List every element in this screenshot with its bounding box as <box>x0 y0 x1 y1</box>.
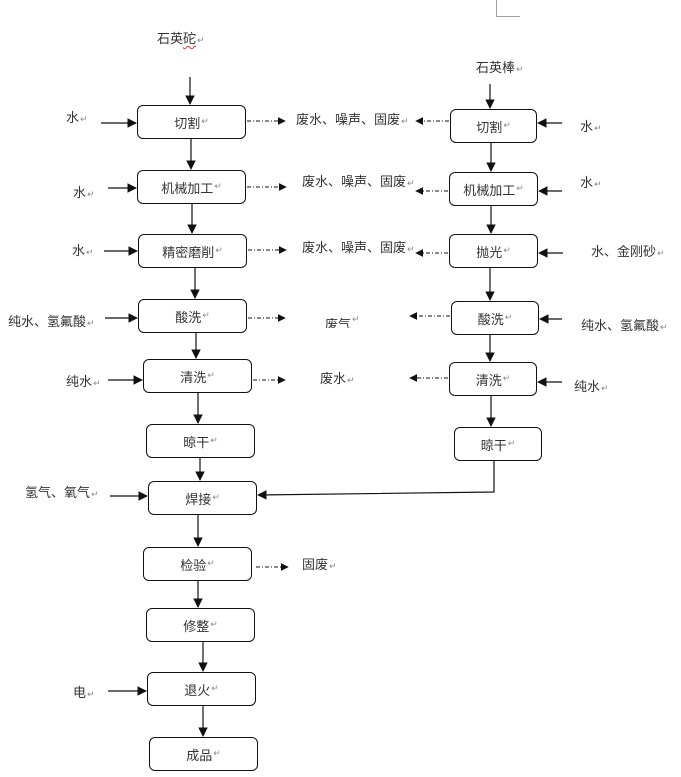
left-source-label: 石英砣↵ <box>157 32 205 47</box>
output-machining: 废水、噪声、固废↵ <box>302 175 415 190</box>
right-input-cleaning: 纯水↵ <box>574 380 609 395</box>
merge-arrow <box>257 461 495 500</box>
left-step-acid-wash: 酸洗↵ <box>138 299 247 333</box>
left-input-grinding: 水↵ <box>72 244 94 259</box>
right-step-machining: 机械加工↵ <box>449 172 538 206</box>
right-input-acid-wash: 纯水、氢氟酸↵ <box>581 319 668 334</box>
right-input-machining: 水↵ <box>580 176 602 191</box>
right-input-cutting: 水↵ <box>580 120 602 135</box>
output-cutting: 废水、噪声、固废↵ <box>296 113 409 128</box>
right-step-polishing: 抛光↵ <box>449 234 538 268</box>
left-input-machining: 水↵ <box>73 186 95 201</box>
right-step-acid-wash: 酸洗↵ <box>451 301 539 335</box>
step-annealing: 退火↵ <box>147 672 256 706</box>
right-step-cleaning: 清洗↵ <box>449 362 537 396</box>
left-input-acid-wash: 纯水、氢氟酸↵ <box>8 315 95 330</box>
output-cleaning: 废水↵ <box>320 372 355 387</box>
output-grinding: 废水、噪声、固废↵ <box>302 241 415 256</box>
step-welding: 焊接↵ <box>148 481 257 515</box>
step-trimming: 修整↵ <box>146 608 255 642</box>
step-finished-product: 成品↵ <box>149 737 258 771</box>
left-step-drying: 晾干↵ <box>146 424 255 458</box>
right-source-label: 石英棒↵ <box>476 61 524 76</box>
output-acid-wash: 废气↵ <box>325 315 360 328</box>
output-inspection: 固废↵ <box>302 558 337 573</box>
left-step-machining: 机械加工↵ <box>137 170 246 204</box>
left-input-cleaning: 纯水↵ <box>66 375 101 390</box>
page-corner-mark <box>496 0 520 17</box>
input-annealing: 电↵ <box>73 686 95 701</box>
left-step-precision-grinding: 精密磨削↵ <box>138 234 247 268</box>
step-inspection: 检验↵ <box>143 547 252 581</box>
input-welding: 氢气、氧气↵ <box>25 486 99 501</box>
right-step-drying: 晾干↵ <box>454 427 542 461</box>
left-step-cutting: 切割↵ <box>137 105 246 139</box>
right-input-polishing: 水、金刚砂↵ <box>591 245 665 260</box>
right-step-cutting: 切割↵ <box>450 109 537 143</box>
left-step-cleaning: 清洗↵ <box>143 359 252 393</box>
left-input-cutting: 水↵ <box>66 111 88 126</box>
